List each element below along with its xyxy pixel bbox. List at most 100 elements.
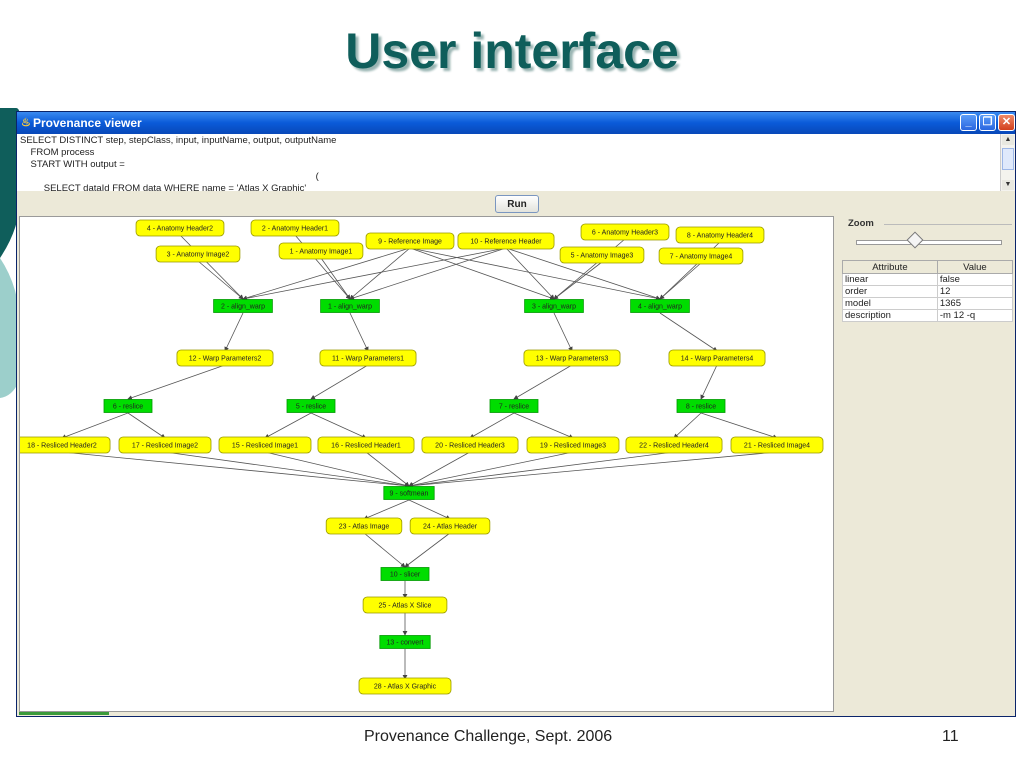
data-node[interactable]: 21 - Resliced Image4 bbox=[730, 436, 824, 454]
attribute-value: 12 bbox=[936, 285, 1014, 298]
node-box bbox=[421, 436, 519, 454]
data-node[interactable]: 11 - Warp Parameters1 bbox=[319, 349, 417, 367]
node-box bbox=[358, 677, 452, 695]
graph-edge bbox=[224, 312, 244, 352]
data-node[interactable]: 5 - Anatomy Image3 bbox=[559, 246, 645, 264]
data-node[interactable]: 12 - Warp Parameters2 bbox=[176, 349, 274, 367]
node-label: 1 - align_warp bbox=[328, 304, 372, 311]
node-label: 16 - Resliced Header1 bbox=[331, 443, 401, 450]
node-label: 13 - Warp Parameters3 bbox=[536, 356, 609, 363]
query-scrollbar[interactable]: ▲ ▼ bbox=[1000, 134, 1015, 191]
data-node[interactable]: 8 - Anatomy Header4 bbox=[675, 226, 765, 244]
slide-title: User interface bbox=[345, 23, 679, 79]
node-label: 25 - Atlas X Slice bbox=[379, 603, 432, 610]
column-header-attribute[interactable]: Attribute bbox=[842, 260, 938, 274]
graph-edge bbox=[513, 364, 573, 400]
process-node[interactable]: 5 - reslice bbox=[286, 399, 336, 413]
process-node[interactable]: 7 - reslice bbox=[489, 399, 539, 413]
data-node[interactable]: 20 - Resliced Header3 bbox=[421, 436, 519, 454]
node-label: 8 - Anatomy Header4 bbox=[687, 233, 753, 240]
data-node[interactable]: 15 - Resliced Image1 bbox=[218, 436, 312, 454]
data-node[interactable]: 19 - Resliced Image3 bbox=[526, 436, 620, 454]
slide-page-number: 11 bbox=[942, 728, 959, 745]
node-box bbox=[319, 349, 417, 367]
data-node[interactable]: 2 - Anatomy Header1 bbox=[250, 219, 340, 237]
node-box bbox=[320, 299, 380, 313]
table-row[interactable]: description -m 12 -q bbox=[842, 309, 1014, 322]
graph-edge bbox=[409, 247, 555, 300]
column-header-value[interactable]: Value bbox=[936, 260, 1014, 274]
close-button[interactable]: ✕ bbox=[998, 114, 1015, 131]
data-node[interactable]: 14 - Warp Parameters4 bbox=[668, 349, 766, 367]
attribute-name: linear bbox=[842, 273, 938, 286]
data-node[interactable]: 7 - Anatomy Image4 bbox=[658, 247, 744, 265]
process-node[interactable]: 6 - reslice bbox=[103, 399, 153, 413]
data-node[interactable]: 25 - Atlas X Slice bbox=[362, 596, 448, 614]
node-label: 4 - align_warp bbox=[638, 304, 682, 311]
data-node[interactable]: 17 - Resliced Image2 bbox=[118, 436, 212, 454]
graph-edge bbox=[673, 412, 702, 439]
query-textarea[interactable]: SELECT DISTINCT step, stepClass, input, … bbox=[17, 134, 1000, 191]
node-label: 10 - Reference Header bbox=[470, 239, 542, 246]
data-node[interactable]: 28 - Atlas X Graphic bbox=[358, 677, 452, 695]
run-button[interactable]: Run bbox=[495, 195, 539, 213]
graph-edge bbox=[408, 499, 451, 520]
graph-edge bbox=[242, 247, 411, 301]
graph-edge bbox=[700, 364, 718, 400]
node-label: 13 - convert bbox=[387, 640, 424, 647]
slide-footer: Provenance Challenge, Sept. 2006 bbox=[364, 728, 613, 745]
process-node[interactable]: 4 - align_warp bbox=[630, 299, 690, 313]
node-box bbox=[155, 245, 241, 263]
zoom-slider-track[interactable] bbox=[856, 240, 1002, 245]
query-line: FROM process bbox=[20, 147, 95, 158]
process-node[interactable]: 2 - align_warp bbox=[213, 299, 273, 313]
process-node[interactable]: 1 - align_warp bbox=[320, 299, 380, 313]
provenance-graph[interactable]: 4 - Anatomy Header2 2 - Anatomy Header1 3 … bbox=[19, 216, 834, 712]
data-node[interactable]: 22 - Resliced Header4 bbox=[625, 436, 723, 454]
graph-edge bbox=[553, 261, 603, 300]
data-node[interactable]: 10 - Reference Header bbox=[457, 232, 555, 250]
process-node[interactable]: 8 - reslice bbox=[676, 399, 726, 413]
graph-edge bbox=[365, 451, 410, 487]
data-node[interactable]: 3 - Anatomy Image2 bbox=[155, 245, 241, 263]
graph-edge bbox=[513, 412, 574, 439]
table-row[interactable]: model 1365 bbox=[842, 297, 1014, 310]
graph-edge bbox=[242, 247, 507, 301]
data-node[interactable]: 4 - Anatomy Header2 bbox=[135, 219, 225, 237]
graph-edge bbox=[363, 532, 406, 568]
process-node[interactable]: 13 - convert bbox=[379, 635, 431, 649]
process-node[interactable]: 3 - align_warp bbox=[524, 299, 584, 313]
process-node[interactable]: 9 - softmean bbox=[383, 486, 435, 500]
attribute-value: -m 12 -q bbox=[936, 309, 1014, 322]
node-label: 10 - slicer bbox=[390, 572, 421, 579]
data-node[interactable]: 9 - Reference Image bbox=[365, 232, 455, 250]
node-box bbox=[20, 436, 111, 454]
minimize-button[interactable]: _ bbox=[960, 114, 977, 131]
attribute-name: model bbox=[842, 297, 938, 310]
table-row[interactable]: order 12 bbox=[842, 285, 1014, 298]
table-row[interactable]: linear false bbox=[842, 273, 1014, 286]
graph-edge bbox=[505, 247, 555, 300]
node-box bbox=[380, 567, 430, 581]
data-node[interactable]: 13 - Warp Parameters3 bbox=[523, 349, 621, 367]
node-box bbox=[625, 436, 723, 454]
data-node[interactable]: 1 - Anatomy Image1 bbox=[278, 242, 364, 260]
zoom-divider bbox=[884, 224, 1012, 225]
node-box bbox=[218, 436, 312, 454]
window-titlebar[interactable]: ♨ Provenance viewer _ ❐ ✕ bbox=[17, 112, 1015, 134]
restore-button[interactable]: ❐ bbox=[979, 114, 996, 131]
zoom-slider-thumb[interactable] bbox=[906, 231, 924, 249]
data-node[interactable]: 6 - Anatomy Header3 bbox=[580, 223, 670, 241]
scroll-up-icon[interactable]: ▲ bbox=[1002, 135, 1014, 145]
data-node[interactable]: 24 - Atlas Header bbox=[409, 517, 491, 535]
process-node[interactable]: 10 - slicer bbox=[380, 567, 430, 581]
node-box bbox=[286, 399, 336, 413]
data-node[interactable]: 23 - Atlas Image bbox=[325, 517, 403, 535]
scroll-thumb[interactable] bbox=[1002, 148, 1014, 170]
query-line: SELECT dataId FROM data WHERE name = 'At… bbox=[20, 183, 307, 191]
scroll-down-icon[interactable]: ▼ bbox=[1002, 180, 1014, 190]
graph-edge bbox=[320, 257, 351, 300]
data-node[interactable]: 16 - Resliced Header1 bbox=[317, 436, 415, 454]
graph-edge bbox=[127, 364, 226, 400]
data-node[interactable]: 18 - Resliced Header2 bbox=[20, 436, 111, 454]
